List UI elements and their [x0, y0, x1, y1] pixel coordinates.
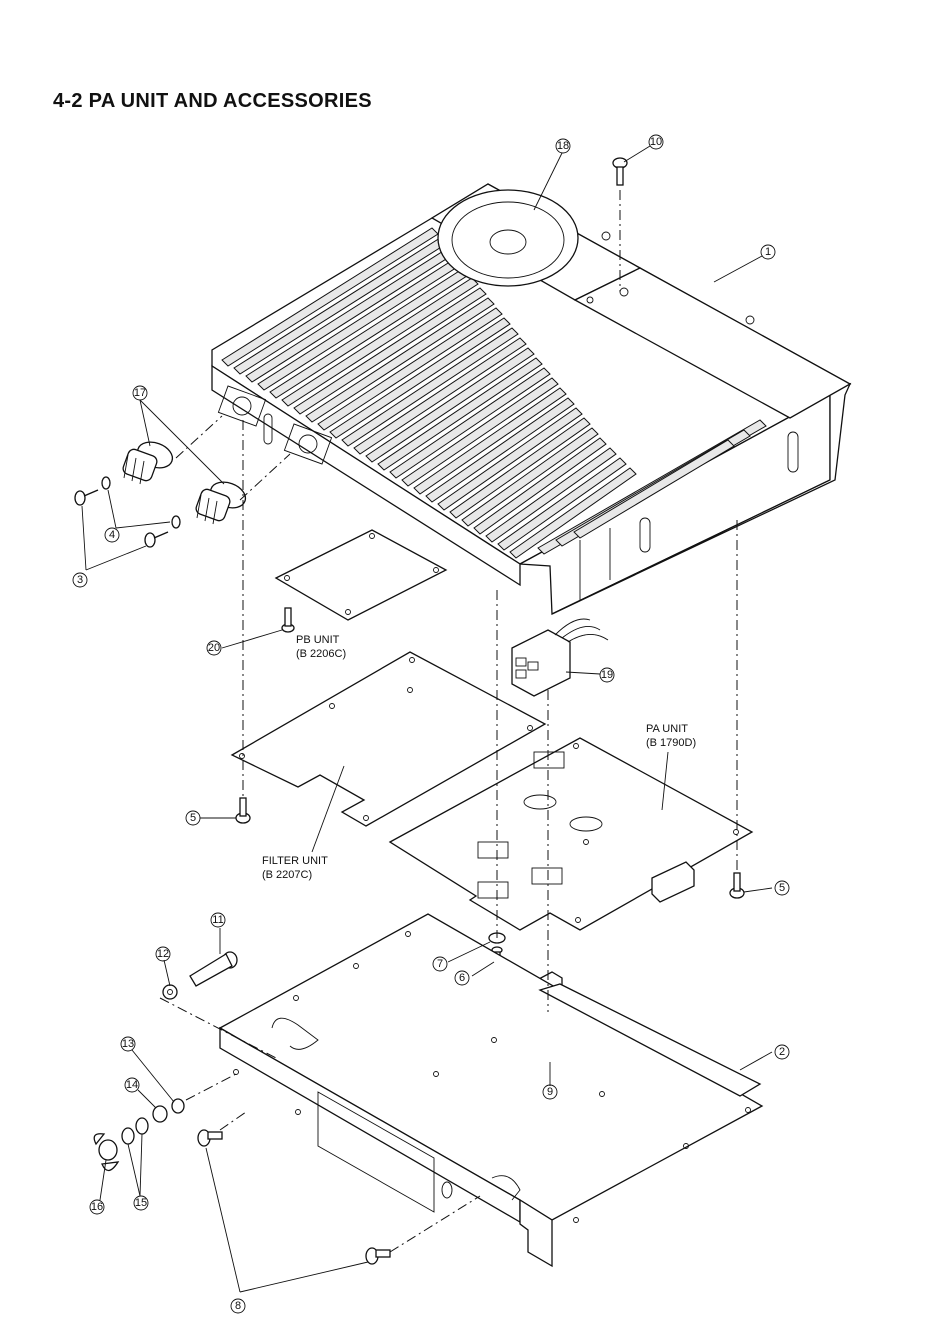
- callout-12: 12: [156, 947, 170, 961]
- svg-text:7: 7: [437, 958, 443, 970]
- callout-20: 20: [207, 641, 221, 655]
- svg-text:14: 14: [126, 1079, 138, 1091]
- callout-18: 18: [556, 139, 570, 153]
- callout-8: 8: [231, 1299, 245, 1313]
- pa-unit-label: PA UNIT: [646, 723, 688, 735]
- callout-14: 14: [125, 1078, 139, 1092]
- pb-unit-label: PB UNIT: [296, 634, 340, 646]
- pb-unit-code: (B 2206C): [296, 648, 346, 660]
- svg-text:6: 6: [459, 972, 465, 984]
- svg-text:4: 4: [109, 529, 115, 541]
- svg-text:10: 10: [650, 136, 662, 148]
- filter-unit-code: (B 2207C): [262, 869, 312, 881]
- callout-17: 17: [133, 386, 147, 400]
- callout-2: 2: [775, 1045, 789, 1059]
- svg-text:3: 3: [77, 574, 83, 586]
- svg-text:5: 5: [779, 882, 785, 894]
- callout-16: 16: [90, 1200, 104, 1214]
- svg-text:8: 8: [235, 1300, 241, 1312]
- nut-14: [153, 1106, 167, 1122]
- svg-text:5: 5: [190, 812, 196, 824]
- washers-15: [122, 1118, 148, 1144]
- screw-5-left: [236, 798, 250, 823]
- svg-text:16: 16: [91, 1201, 103, 1213]
- wing-nut-16: [94, 1134, 118, 1171]
- svg-text:9: 9: [547, 1086, 553, 1098]
- lock-washer-12: [163, 985, 177, 999]
- callout-10: 10: [649, 135, 663, 149]
- svg-text:18: 18: [557, 140, 569, 152]
- screw-20: [282, 608, 294, 632]
- callout-5-right: 5: [775, 881, 789, 895]
- svg-text:12: 12: [157, 948, 169, 960]
- svg-text:11: 11: [212, 914, 223, 926]
- callout-15: 15: [134, 1196, 148, 1210]
- callout-19: 19: [600, 668, 614, 682]
- svg-text:1: 1: [765, 246, 771, 258]
- coax-connector-upper: [121, 438, 176, 484]
- svg-text:2: 2: [779, 1046, 785, 1058]
- callout-5-left: 5: [186, 811, 200, 825]
- callout-11: 11: [211, 913, 225, 927]
- mounting-bracket: [220, 914, 762, 1266]
- coax-connector-lower: [194, 478, 249, 524]
- speaker: [438, 190, 578, 286]
- svg-text:15: 15: [135, 1197, 147, 1209]
- pb-unit-board: [276, 530, 446, 620]
- screw-10: [613, 158, 627, 185]
- connector-19: [512, 619, 608, 696]
- callout-1: 1: [761, 245, 775, 259]
- callout-4: 4: [105, 528, 119, 542]
- washers-and-screws-front: [75, 477, 180, 547]
- screw-5-right: [730, 873, 744, 898]
- pa-unit-code: (B 1790D): [646, 737, 696, 749]
- svg-text:20: 20: [208, 642, 220, 654]
- callout-13: 13: [121, 1037, 135, 1051]
- svg-text:19: 19: [601, 669, 613, 681]
- svg-text:17: 17: [134, 387, 146, 399]
- callout-3: 3: [73, 573, 87, 587]
- screw-8-left: [198, 1130, 222, 1146]
- bolt-11: [190, 952, 237, 986]
- svg-text:13: 13: [122, 1038, 134, 1050]
- screw-8-right: [366, 1248, 390, 1264]
- filter-unit-label: FILTER UNIT: [262, 855, 328, 867]
